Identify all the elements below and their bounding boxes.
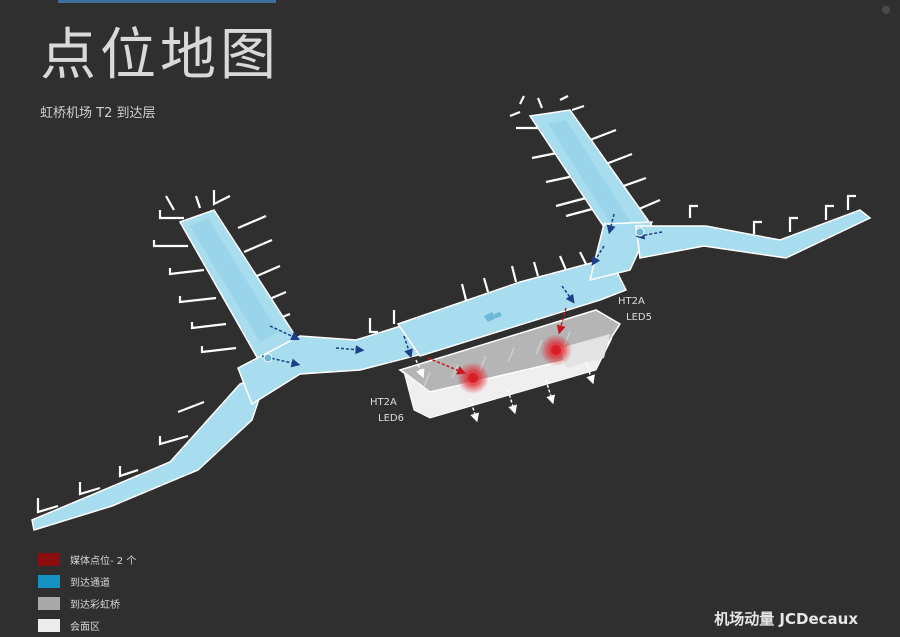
legend-label: 媒体点位- 2 个 (70, 555, 137, 567)
label-ht2a-led6-line1: HT2A (370, 397, 397, 408)
gate-stubs (36, 95, 856, 514)
label-ht2a-led6-line2: LED6 (378, 413, 404, 424)
legend-swatch-media (38, 552, 60, 566)
legend-label: 会面区 (70, 621, 100, 633)
legend-item-meeting-area: 会面区 (38, 614, 136, 636)
page-subtitle: 虹桥机场 T2 到达层 (40, 106, 156, 121)
map-legend: 媒体点位- 2 个 到达通道 到达彩虹桥 会面区 (38, 548, 136, 636)
media-points (457, 334, 572, 394)
legend-label: 到达通道 (70, 577, 110, 589)
top-accent-bar (58, 0, 276, 3)
label-ht2a-led5-line1: HT2A (618, 296, 645, 307)
arrival-corridors (31, 109, 872, 531)
map-features (263, 227, 645, 363)
legend-item-arrival-corridor: 到达通道 (38, 570, 136, 592)
legend-swatch-meeting-area (38, 618, 60, 632)
legend-swatch-arrival-corridor (38, 574, 60, 588)
legend-label: 到达彩虹桥 (70, 599, 120, 611)
brand-logo-text: 机场动量 JCDecaux (714, 610, 858, 628)
page-title: 点位地图 (40, 23, 280, 88)
legend-swatch-rainbow-bridge (38, 596, 60, 610)
legend-item-media: 媒体点位- 2 个 (38, 548, 136, 570)
corner-dot (882, 6, 890, 14)
legend-item-rainbow-bridge: 到达彩虹桥 (38, 592, 136, 614)
label-ht2a-led5-line2: LED5 (626, 312, 652, 323)
